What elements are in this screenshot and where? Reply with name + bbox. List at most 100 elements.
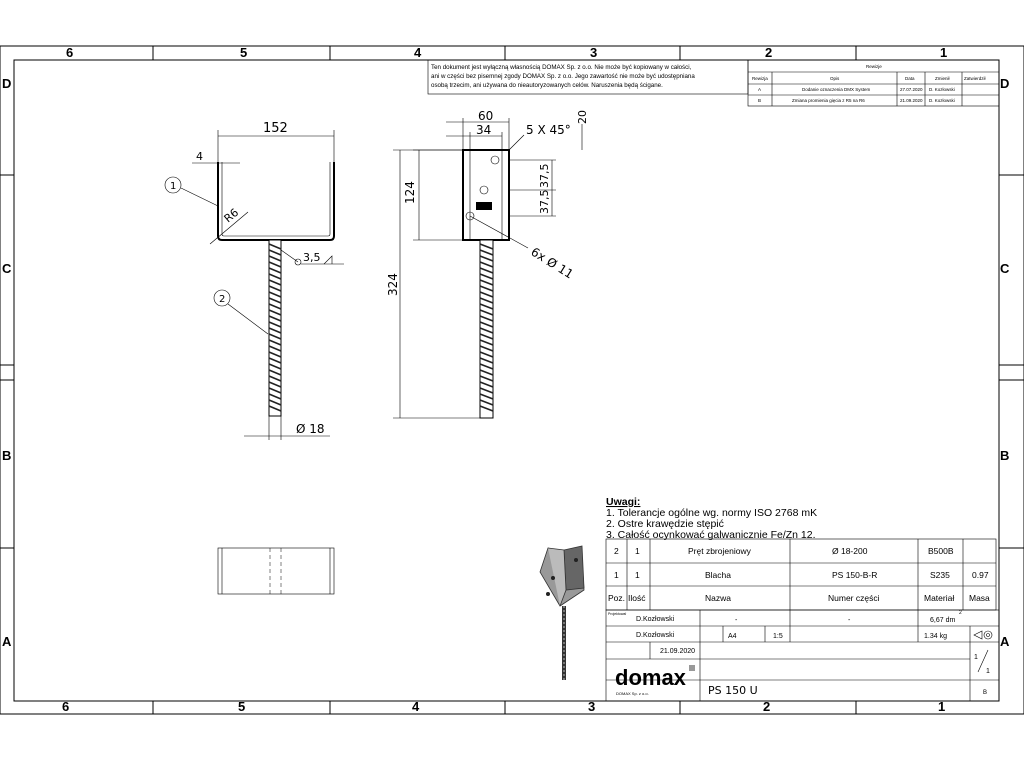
bom-header: Nazwa [705, 593, 731, 603]
revision-cell: 27.07.2020 [900, 87, 923, 92]
dim-rod-diameter: Ø 18 [296, 422, 325, 436]
tb-drawn: D.Kozłowski [636, 632, 675, 639]
tb-area: 6,67 dm [930, 617, 955, 624]
revision-cell: B [758, 98, 761, 103]
bom-cell: 1 [635, 570, 640, 580]
domax-logo: domax [615, 665, 687, 690]
revision-header: Opis [830, 76, 840, 81]
tb-sheet-total: 1 [986, 668, 990, 675]
bom-cell: 2 [614, 546, 619, 556]
tb-label: Projektował [608, 612, 626, 616]
note-item: 1. Tolerancje ogólne wg. normy ISO 2768 … [606, 507, 817, 519]
revision-cell: A [758, 87, 761, 92]
column-labels-bottom: 6 5 4 3 2 1 [62, 699, 945, 714]
bom-cell: Blacha [705, 570, 731, 580]
balloon-1 [164, 176, 182, 194]
revision-cell: D. Kozłowski [929, 87, 955, 92]
side-view: 60 34 5 X 45° 20 124 37,5 37,5 6x Ø 11 3… [386, 109, 589, 419]
dim-top-offset: 20 [576, 110, 589, 124]
tb-format: A4 [728, 633, 737, 640]
row-label: C [1000, 261, 1010, 276]
title-block: Projektował D.Kozłowski D.Kozłowski 21.0… [605, 609, 1000, 702]
revision-cell: D. Kozłowski [929, 98, 955, 103]
dim-wall: 4 [196, 150, 203, 163]
row-label: A [1000, 634, 1010, 649]
bom-cell: 0.97 [972, 570, 989, 580]
row-label: A [2, 634, 12, 649]
revision-header: Rewizja [752, 76, 768, 81]
row-label: B [2, 448, 11, 463]
col-label: 1 [938, 699, 945, 714]
col-label: 3 [590, 45, 597, 60]
bom-cell: B500B [928, 546, 954, 556]
col-label: 2 [763, 699, 770, 714]
col-label: 4 [412, 699, 420, 714]
col-label: 4 [414, 45, 422, 60]
dim-weld: 3,5 [303, 251, 321, 264]
tb-drawing-name: PS 150 U [708, 684, 758, 697]
dim-total-height: 324 [386, 273, 400, 296]
front-view: 152 4 R6 1 3,5 2 Ø 18 [164, 121, 344, 440]
bom-cell: 1 [614, 570, 619, 580]
revision-cell: Dodanie oznaczenia DMX System [802, 87, 871, 92]
row-label: D [2, 76, 11, 91]
sheet-frame [0, 45, 1024, 715]
col-label: 6 [62, 699, 69, 714]
domax-logo-square [689, 665, 695, 671]
notice-line: Ten dokument jest wyłączną własnością DO… [431, 64, 692, 71]
tb-designer: D.Kozłowski [636, 616, 675, 623]
dim-side-inner: 34 [476, 123, 491, 137]
col-label: 6 [66, 45, 73, 60]
bom-cell: Pręt zbrojeniowy [688, 546, 752, 556]
row-labels: D C B A D C B A [2, 76, 1010, 649]
tb-revision: B [983, 690, 987, 696]
tb-dash: - [848, 617, 851, 624]
ownership-notice: Ten dokument jest wyłączną własnością DO… [427, 59, 749, 95]
notes-title: Uwagi: [606, 496, 640, 508]
dim-chamfer: 5 X 45° [526, 123, 571, 137]
notes: Uwagi: 1. Tolerancje ogólne wg. normy IS… [606, 496, 817, 541]
iso-preview [539, 545, 585, 680]
bom-header: Masa [969, 593, 990, 603]
balloon-2 [213, 289, 231, 307]
dim-side-width: 60 [478, 109, 493, 123]
bom-header: Materiał [924, 593, 954, 603]
tb-dash: - [735, 617, 738, 624]
balloon-label: 1 [170, 181, 176, 192]
tb-area-unit-sup: 2 [959, 610, 962, 616]
tb-date: 21.09.2020 [660, 648, 695, 655]
col-label: 1 [940, 45, 947, 60]
bom-cell: 1 [635, 546, 640, 556]
dim-holes: 6x Ø 11 [528, 245, 575, 282]
tb-mass: 1.34 kg [924, 633, 947, 640]
revision-cell: 21.09.2020 [900, 98, 923, 103]
tb-company: DOMAX Sp. z o.o. [616, 691, 649, 696]
top-view [217, 547, 335, 595]
notice-line: osobą trzecim, ani używana do nieautoryz… [431, 82, 663, 89]
tb-sheet: 1 [974, 654, 978, 661]
col-label: 3 [588, 699, 595, 714]
bom-table: 2 1 Pręt zbrojeniowy Ø 18-200 B500B 1 1 … [605, 538, 997, 611]
dim-width-top: 152 [263, 121, 288, 136]
col-label: 5 [238, 699, 245, 714]
revision-header: Zmienił [935, 76, 950, 81]
bom-cell: Ø 18-200 [832, 546, 868, 556]
row-label: C [2, 261, 12, 276]
bom-cell: PS 150-B-R [832, 570, 877, 580]
revision-header: Data [905, 76, 915, 81]
dim-plate-height: 124 [403, 181, 417, 204]
notice-line: ani w części bez pisemnej zgody DOMAX Sp… [431, 73, 695, 80]
column-labels-top: 6 5 4 3 2 1 [66, 45, 947, 60]
bom-header: Numer części [828, 593, 880, 603]
row-label: B [1000, 448, 1009, 463]
dim-hole-pitch: 37,5 [538, 190, 551, 215]
tb-scale: 1:5 [773, 633, 783, 640]
col-label: 2 [765, 45, 772, 60]
row-label: D [1000, 76, 1009, 91]
revision-cell: Zmiana promienia gięcia z R5 na R6 [792, 98, 865, 103]
projection-symbol-icon [973, 630, 993, 640]
rebar-ribs [268, 243, 282, 412]
dim-radius: R6 [222, 206, 242, 225]
bom-header: Ilość [628, 593, 646, 603]
